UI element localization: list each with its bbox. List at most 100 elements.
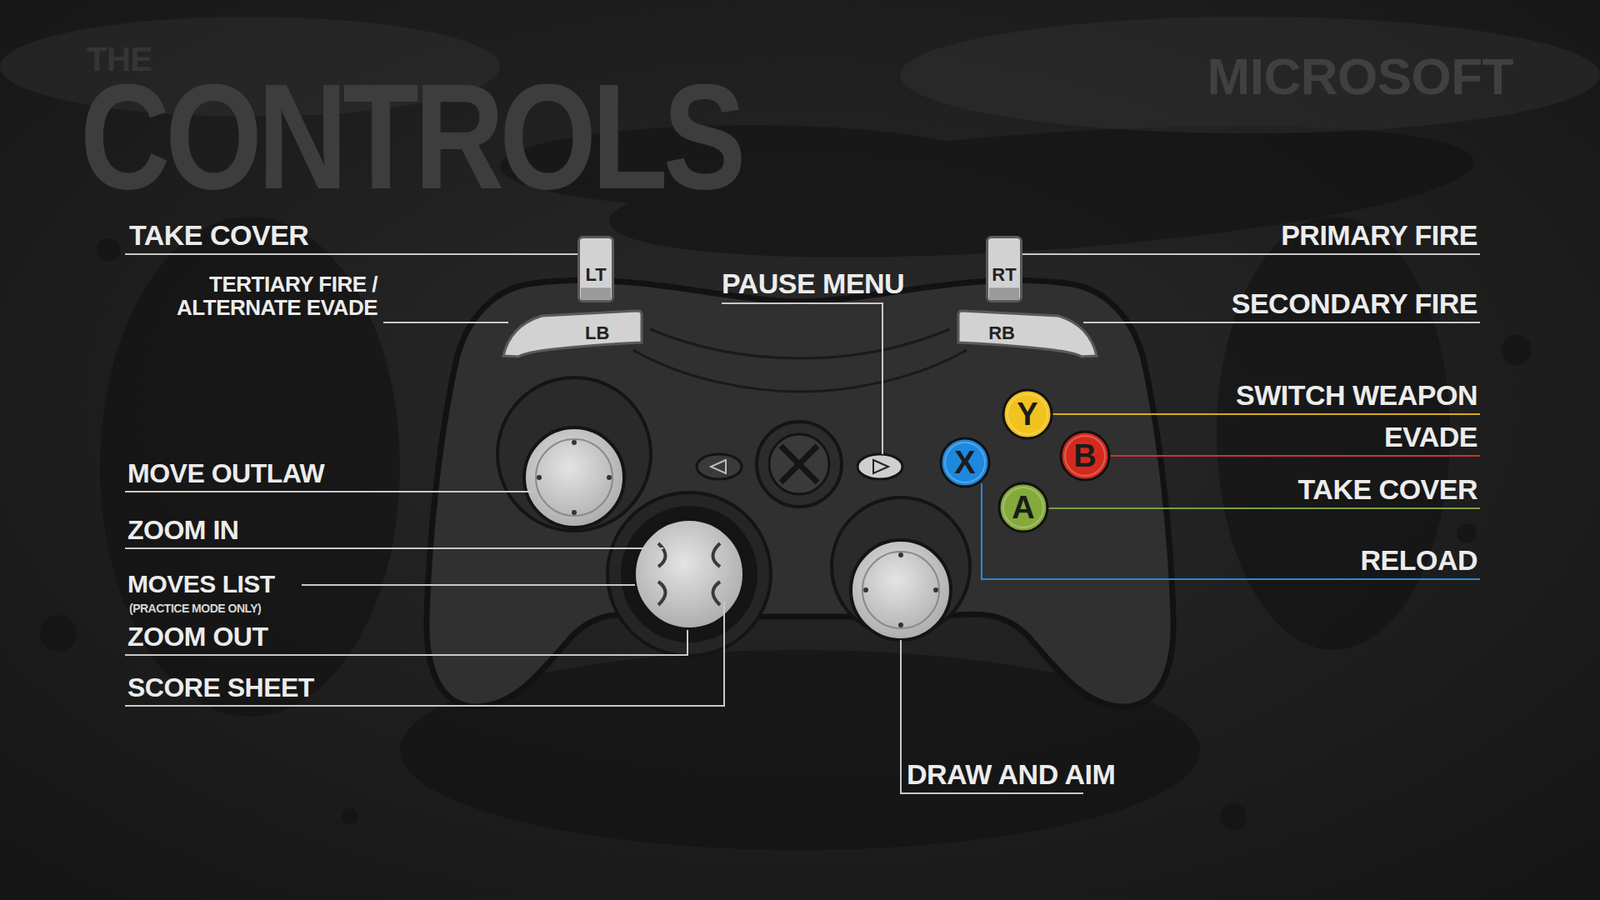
face-button: [999, 483, 1048, 532]
drawing-part: [606, 475, 612, 480]
title-prefix: THE: [86, 41, 153, 77]
guide-logo-x: [780, 445, 818, 483]
trigger-shade: [580, 287, 611, 300]
drawing-part: [96, 238, 120, 262]
drawing-part: [863, 587, 869, 593]
bumper-button: RB: [957, 309, 1100, 358]
control-label: RELOAD: [1360, 545, 1478, 576]
drawing-part: [1456, 523, 1477, 544]
button-shape: [500, 309, 643, 358]
control-label: MOVES LIST: [127, 570, 275, 598]
drawing-part: [383, 321, 509, 324]
control-label: SWITCH WEAPON: [1235, 380, 1478, 411]
drawing-part: [658, 543, 666, 567]
leader-lines: [125, 254, 1480, 794]
face-button: [1003, 390, 1052, 439]
start-symbol: [873, 460, 889, 474]
control-note: (PRACTICE MODE ONLY): [129, 602, 261, 615]
right-stick-ring: [862, 551, 940, 629]
face-button-rim: [945, 442, 985, 483]
face-button-rim: [1003, 487, 1044, 528]
button-label: RB: [988, 322, 1015, 345]
back-symbol: [710, 460, 726, 474]
guide-logo-ring: [769, 434, 830, 495]
button-label: LT: [585, 264, 606, 286]
bumper-body: [958, 310, 1097, 357]
button-label: X: [954, 445, 975, 481]
control-label: PAUSE MENU: [721, 269, 905, 300]
trigger-body: [579, 237, 614, 302]
face-button-rim: [1065, 435, 1105, 476]
drawing-part: [536, 475, 542, 480]
face-button: B: [1059, 430, 1111, 482]
right-stick-dots: [863, 552, 939, 628]
dpad-notches: [658, 543, 720, 605]
bumper-body: [503, 310, 642, 357]
title-watermark: CONTROLS: [80, 58, 742, 216]
control-label: ZOOM IN: [127, 516, 239, 545]
red-leader: [1100, 455, 1480, 457]
drawing-part: [301, 584, 635, 586]
drawing-part: [898, 622, 904, 628]
drawing-part: [1220, 803, 1247, 830]
button-shape: [957, 309, 1100, 358]
control-label: SCORE SHEET: [127, 674, 315, 703]
drawing-part: [721, 303, 883, 455]
face-button: A: [997, 481, 1050, 534]
left-stick-cap: [524, 427, 625, 528]
drawing-part: [125, 547, 664, 550]
controller-body: [426, 280, 1174, 707]
control-label: EVADE: [1384, 422, 1478, 453]
drawing-part: [933, 587, 939, 593]
start-button: [857, 454, 903, 480]
drawing-part: [125, 253, 584, 255]
button-label: A: [1011, 490, 1035, 526]
left-stick-well: [497, 377, 651, 531]
trigger-button: RT: [985, 235, 1023, 303]
brand-watermark: MICROSOFT: [1207, 49, 1514, 104]
drawing-part: [125, 601, 725, 706]
drawing-part: [571, 510, 577, 515]
drawing-part: [900, 16, 1600, 134]
button-label: RT: [991, 264, 1016, 286]
right-stick-cap: [850, 540, 951, 640]
control-label: TAKE COVER: [129, 220, 309, 251]
drawing-part: [658, 581, 666, 605]
control-label: TAKE COVER: [1298, 475, 1478, 505]
back-button: [696, 454, 742, 480]
drawing-part: [713, 581, 721, 605]
face-button: Y: [1001, 388, 1054, 440]
drawing-part: [100, 216, 400, 717]
face-button-rim: [1007, 394, 1048, 435]
control-label: SECONDARY FIRE: [1231, 289, 1478, 320]
control-label: TERTIARY FIRE / ALTERNATE EVADE: [119, 273, 378, 320]
drawing-part: [713, 543, 721, 567]
trigger-body: [987, 237, 1022, 302]
guide-button: [756, 421, 842, 507]
body-ridge: [633, 329, 967, 392]
face-button: [940, 438, 990, 487]
dpad-ring: [620, 505, 758, 643]
left-stick-dots: [536, 440, 612, 515]
dpad-well: [607, 492, 771, 656]
bumper-button: LB: [500, 309, 643, 358]
control-label: ZOOM OUT: [127, 623, 268, 652]
drawing-part: [571, 440, 577, 445]
drawing-part: [341, 808, 359, 825]
trigger-button: LT: [577, 235, 615, 303]
face-button: X: [939, 436, 991, 489]
drawing-part: [1016, 253, 1480, 255]
face-button: [1060, 431, 1110, 480]
control-label: DRAW AND AIM: [906, 760, 1115, 790]
drawing-part: [1501, 335, 1532, 365]
button-label: B: [1073, 438, 1096, 475]
drawing-part: [40, 615, 77, 652]
control-label: MOVE OUTLAW: [127, 460, 325, 489]
yellow-leader: [1041, 413, 1480, 415]
green-leader: [1037, 507, 1480, 510]
button-label: Y: [1016, 396, 1038, 433]
control-label: PRIMARY FIRE: [1280, 220, 1478, 251]
left-stick-ring: [535, 439, 613, 516]
